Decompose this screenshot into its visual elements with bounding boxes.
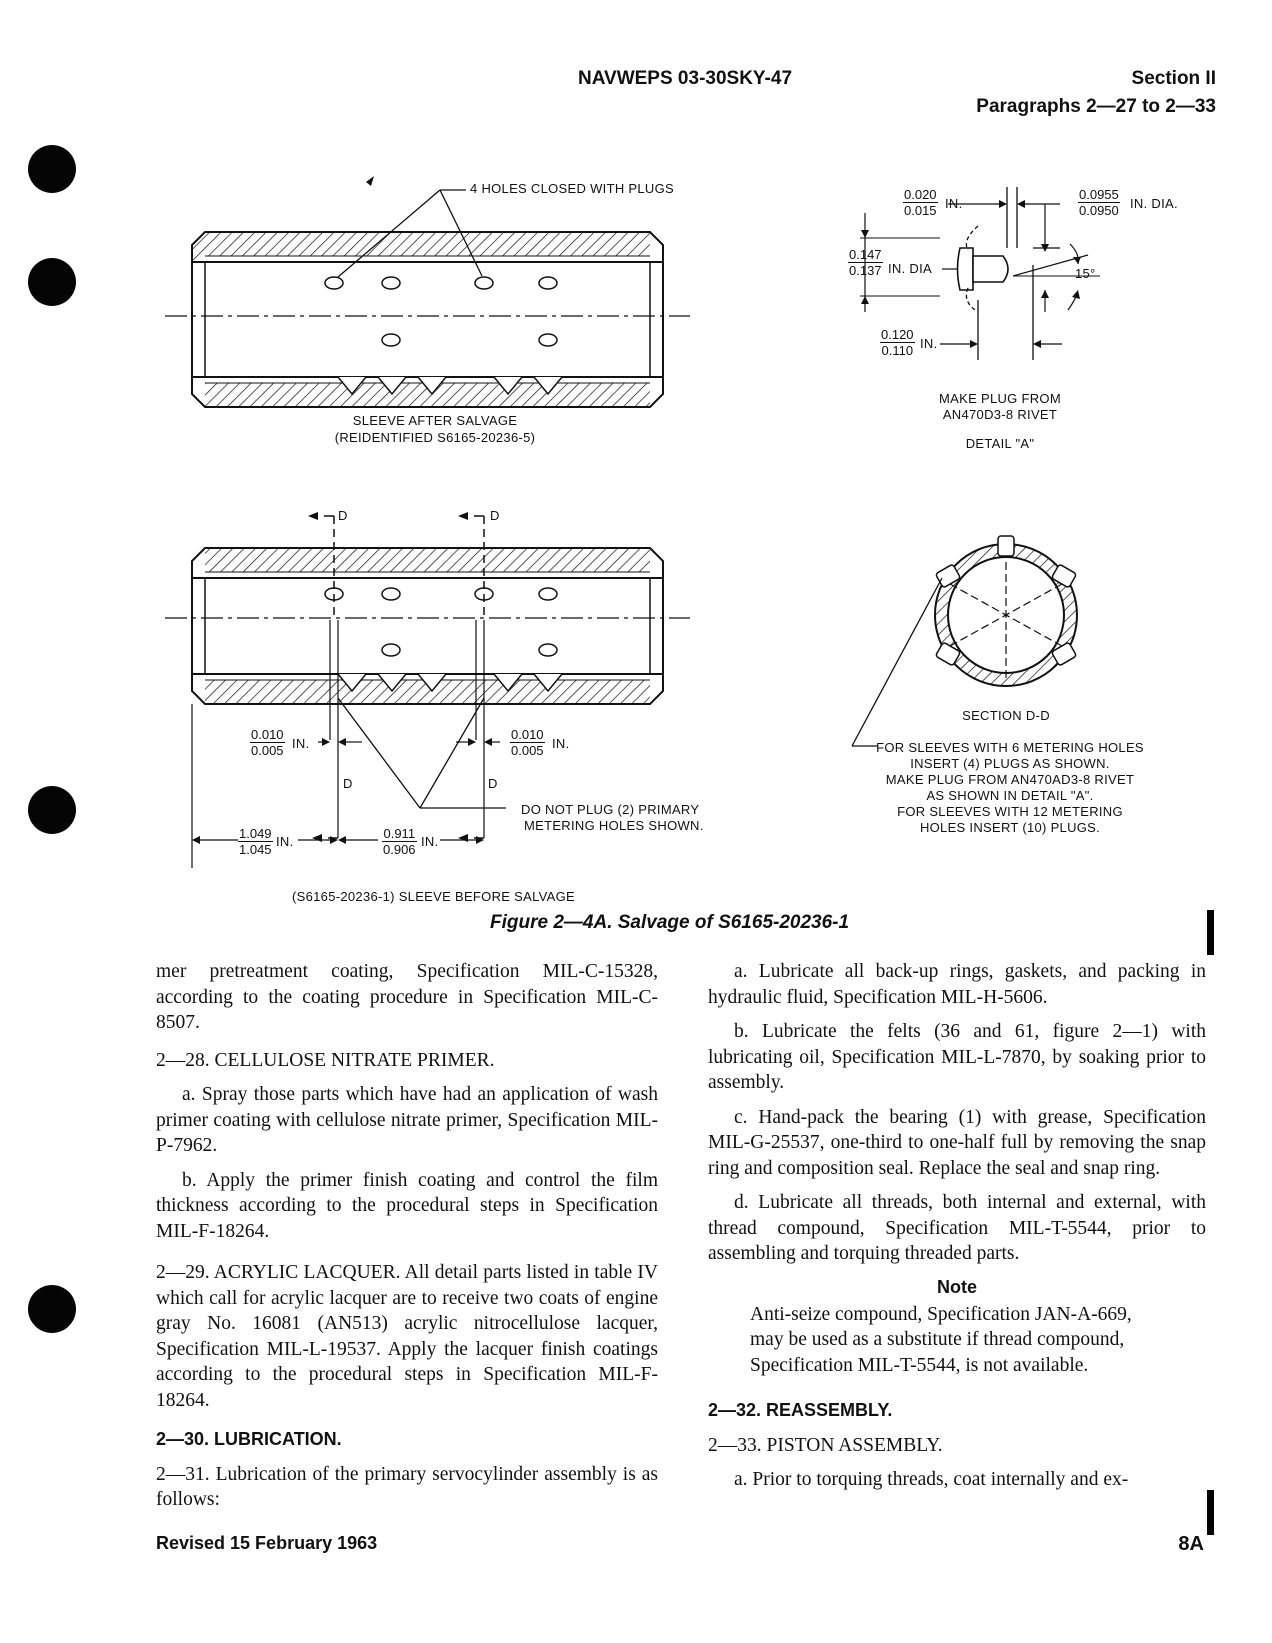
binder-hole-upper-middle xyxy=(28,258,76,306)
dim-0911-unit: IN. xyxy=(421,834,439,849)
paragraph-2-29: 2—29. ACRYLIC LACQUER. All detail parts … xyxy=(156,1262,658,1411)
section-dd-title: SECTION D-D xyxy=(962,708,1050,723)
note-title: Note xyxy=(937,1276,977,1297)
figure-caption: Figure 2—4A. Salvage of S6165-20236-1 xyxy=(490,912,850,933)
note-line: FOR SLEEVES WITH 12 METERING xyxy=(897,804,1123,819)
angle-15: 15° xyxy=(1075,266,1096,281)
section-mark-d2: D xyxy=(490,508,500,523)
change-bar xyxy=(1207,910,1214,955)
document-number: NAVWEPS 03-30SKY-47 xyxy=(578,68,793,89)
section-dd-drawing xyxy=(851,535,1078,747)
paragraph-2-31: 2—31. Lubrication of the primary servocy… xyxy=(156,1463,658,1511)
paragraph-d: d. Lubricate all threads, both internal … xyxy=(708,1192,1206,1264)
binder-hole-lower-middle xyxy=(28,786,76,834)
dim-1049-unit: IN. xyxy=(276,834,294,849)
bottom-sleeve-caption: (S6165-20236-1) SLEEVE BEFORE SALVAGE xyxy=(292,889,576,904)
callout-do-not-plug-2: METERING HOLES SHOWN. xyxy=(524,818,704,833)
detail-a-title: DETAIL "A" xyxy=(965,436,1035,451)
note-line: HOLES INSERT (10) PLUGS. xyxy=(919,820,1101,835)
binder-hole-top xyxy=(28,145,76,193)
top-sleeve-caption-1: SLEEVE AFTER SALVAGE xyxy=(352,413,518,428)
section-mark-d1: D xyxy=(338,508,348,523)
figure-drawing xyxy=(165,176,1100,868)
heading-2-33: 2—33. PISTON ASSEMBLY. xyxy=(708,1434,943,1456)
right-column: a. Lubricate all back-up rings, gaskets,… xyxy=(708,959,1206,1502)
page-number: 8A xyxy=(1178,1533,1204,1555)
heading-2-32: 2—32. REASSEMBLY. xyxy=(708,1400,893,1420)
paragraph-continuation: mer pretreatment coating, Specification … xyxy=(156,961,658,1033)
sleeve-after-salvage-drawing xyxy=(165,176,690,408)
revision-date: Revised 15 February 1963 xyxy=(156,1533,378,1553)
note-line: FOR SLEEVES WITH 6 METERING HOLES xyxy=(876,740,1144,755)
section-mark-d3: D xyxy=(343,776,353,791)
note-line: AS SHOWN IN DETAIL "A". xyxy=(926,788,1094,803)
note-line: INSERT (4) PLUGS AS SHOWN. xyxy=(910,756,1110,771)
detail-a-note-1: MAKE PLUG FROM xyxy=(939,391,1061,406)
paragraph-a: a. Lubricate all back-up rings, gaskets,… xyxy=(708,961,1206,1008)
dim-0147-unit: IN. DIA xyxy=(888,261,932,276)
dim-0020-unit: IN. xyxy=(945,196,963,211)
binder-hole-bottom xyxy=(28,1285,76,1333)
sleeve-before-salvage-drawing xyxy=(165,512,690,868)
dim-00955-unit: IN. DIA. xyxy=(1130,196,1178,211)
section-dd-note: FOR SLEEVES WITH 6 METERING HOLES INSERT… xyxy=(860,740,1160,836)
note-line: MAKE PLUG FROM AN470AD3-8 RIVET xyxy=(885,772,1135,787)
dim-0010-left-unit: IN. xyxy=(292,736,310,751)
dim-0010-right-unit: IN. xyxy=(552,736,570,751)
left-column: mer pretreatment coating, Specification … xyxy=(156,959,658,1522)
callout-4-holes: 4 HOLES CLOSED WITH PLUGS xyxy=(470,181,674,196)
note-body: Anti-seize compound, Specification JAN-A… xyxy=(750,1303,1132,1376)
paragraph-range: Paragraphs 2—27 to 2—33 xyxy=(976,96,1216,117)
change-bar xyxy=(1207,1490,1214,1535)
top-sleeve-caption-2: (REIDENTIFIED S6165-20236-5) xyxy=(334,430,536,445)
paragraph-2-33a: a. Prior to torquing threads, coat inter… xyxy=(734,1469,1129,1490)
heading-2-28: 2—28. CELLULOSE NITRATE PRIMER. xyxy=(156,1049,495,1071)
heading-2-30: 2—30. LUBRICATION. xyxy=(156,1429,342,1449)
paragraph-b: b. Lubricate the felts (36 and 61, figur… xyxy=(708,1021,1206,1093)
dim-0120-unit: IN. xyxy=(920,336,938,351)
callout-do-not-plug-1: DO NOT PLUG (2) PRIMARY xyxy=(521,802,700,817)
paragraph-2-28b: b. Apply the primer finish coating and c… xyxy=(156,1169,658,1242)
detail-a-note-2: AN470D3-8 RIVET xyxy=(942,407,1058,422)
section-label: Section II xyxy=(1131,68,1216,89)
paragraph-c: c. Hand-pack the bearing (1) with grease… xyxy=(708,1106,1206,1179)
paragraph-2-28a: a. Spray those parts which have had an a… xyxy=(156,1084,658,1156)
section-mark-d4: D xyxy=(488,776,498,791)
